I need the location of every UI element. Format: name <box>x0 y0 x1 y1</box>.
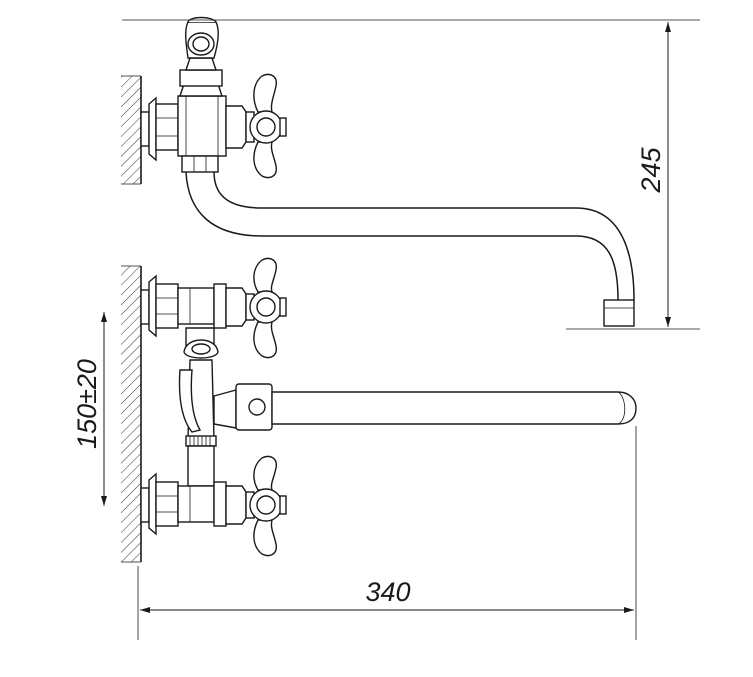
dimension-340: 340 <box>137 426 637 640</box>
dimension-label-245: 245 <box>636 146 666 193</box>
dimension-label-340: 340 <box>365 577 410 607</box>
lower-spout <box>271 391 637 425</box>
lower-wall <box>121 265 142 563</box>
upper-spout-pipe <box>185 171 635 327</box>
upper-hex-nut <box>155 103 179 151</box>
dimension-150: 150±20 <box>72 312 107 506</box>
lower-mixer-assembly <box>121 257 637 563</box>
dimension-245: 245 <box>122 19 700 330</box>
lower-top-cross-handle <box>249 257 287 359</box>
lower-diverter-lever <box>183 327 219 359</box>
upper-wall <box>121 75 142 185</box>
upper-cross-handle <box>249 73 287 179</box>
lower-bottom-cross-handle <box>249 455 287 557</box>
diverter-knob <box>185 16 219 59</box>
upper-mixer-assembly <box>121 16 635 327</box>
dimension-label-150: 150±20 <box>72 359 102 449</box>
